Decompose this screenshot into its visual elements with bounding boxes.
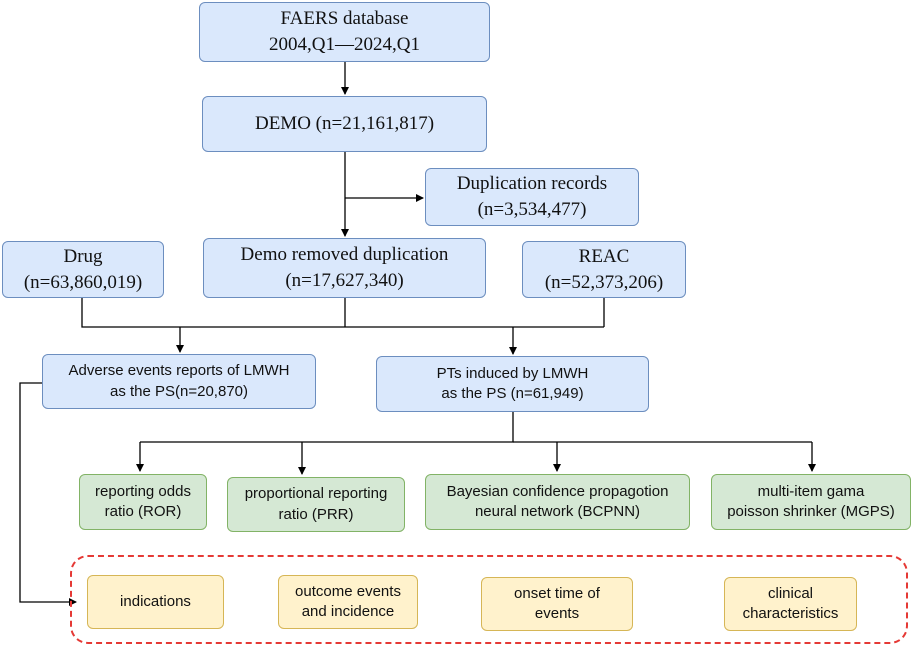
node-clinical-line-2: characteristics bbox=[742, 605, 839, 622]
arrow-adverse-clinical-group bbox=[19, 382, 77, 606]
node-mgps-line-2: poisson shrinker (MGPS) bbox=[727, 503, 895, 520]
node-adverse-events-reports: Adverse events reports of LMWH as the PS… bbox=[42, 354, 316, 409]
node-adverse-line-1: Adverse events reports of LMWH bbox=[68, 362, 290, 380]
node-outcome-line-2: and incidence bbox=[301, 603, 395, 620]
node-duplication-line-2: (n=3,534,477) bbox=[477, 199, 587, 220]
node-reac-line-2: (n=52,373,206) bbox=[544, 271, 664, 293]
node-mgps-line-1: multi-item gama bbox=[757, 482, 865, 500]
node-demo: DEMO (n=21,161,817) bbox=[202, 96, 487, 152]
node-bcpnn: Bayesian confidence propagotion neural n… bbox=[425, 474, 690, 530]
node-reac: REAC (n=52,373,206) bbox=[522, 241, 686, 298]
node-onset-time: onset time of events bbox=[481, 577, 633, 631]
node-reac-line-1: REAC bbox=[578, 245, 630, 267]
node-faers-line-2: 2004,Q1—2024,Q1 bbox=[269, 34, 420, 55]
node-drug: Drug (n=63,860,019) bbox=[2, 241, 164, 298]
node-adverse-line-2: as the PS(n=20,870) bbox=[109, 382, 248, 400]
node-clinical-line-1: clinical bbox=[767, 584, 813, 602]
node-onset-line-2: events bbox=[534, 605, 580, 622]
node-faers-line-1: FAERS database bbox=[280, 8, 409, 30]
node-faers-database: FAERS database 2004,Q1—2024,Q1 bbox=[199, 2, 490, 62]
node-bcpnn-line-2: neural network (BCPNN) bbox=[474, 503, 641, 520]
node-bcpnn-line-1: Bayesian confidence propagotion bbox=[446, 482, 669, 500]
node-pts-line-2: as the PS (n=61,949) bbox=[441, 385, 584, 402]
node-demo-removed-line-1: Demo removed duplication bbox=[240, 244, 449, 266]
node-duplication-line-1: Duplication records bbox=[456, 173, 608, 195]
node-drug-line-1: Drug bbox=[63, 245, 103, 267]
node-demo-removed-line-2: (n=17,627,340) bbox=[285, 270, 404, 291]
node-demo-removed-duplication: Demo removed duplication (n=17,627,340) bbox=[203, 238, 486, 298]
node-indications: indications bbox=[87, 575, 224, 629]
node-outcome-line-1: outcome events bbox=[295, 582, 401, 600]
node-indications-line-1: indications bbox=[120, 592, 191, 610]
node-ror-line-2: ratio (ROR) bbox=[104, 503, 182, 520]
node-outcome-events: outcome events and incidence bbox=[278, 575, 418, 629]
line-drug-merge bbox=[81, 298, 604, 328]
node-mgps: multi-item gama poisson shrinker (MGPS) bbox=[711, 474, 911, 530]
node-clinical-characteristics: clinical characteristics bbox=[724, 577, 857, 631]
node-drug-line-2: (n=63,860,019) bbox=[23, 271, 143, 293]
node-ror: reporting odds ratio (ROR) bbox=[79, 474, 207, 530]
node-demo-line-1: DEMO (n=21,161,817) bbox=[254, 113, 435, 135]
clinical-analysis-group bbox=[70, 555, 908, 644]
node-ror-line-1: reporting odds bbox=[95, 482, 191, 500]
node-prr: proportional reporting ratio (PRR) bbox=[227, 477, 405, 532]
node-duplication-records: Duplication records (n=3,534,477) bbox=[425, 168, 639, 226]
node-prr-line-1: proportional reporting bbox=[244, 485, 388, 503]
node-prr-line-2: ratio (PRR) bbox=[278, 505, 354, 523]
node-onset-line-1: onset time of bbox=[514, 584, 600, 602]
node-pts-induced: PTs induced by LMWH as the PS (n=61,949) bbox=[376, 356, 649, 412]
node-pts-line-1: PTs induced by LMWH bbox=[436, 364, 589, 382]
line-pts-methods bbox=[140, 412, 514, 443]
